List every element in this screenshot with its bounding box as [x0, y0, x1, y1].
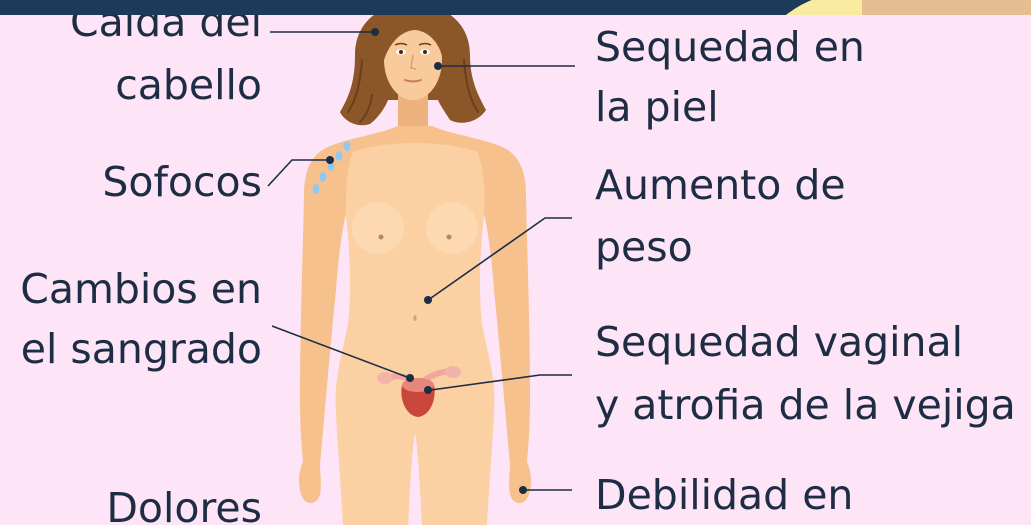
- nose: [410, 54, 417, 70]
- label-weakness: Debilidad en: [595, 471, 854, 519]
- leader-dot-weight-gain: [424, 296, 432, 304]
- left-breast: [352, 202, 404, 254]
- label-bleeding-changes-line2: el sangrado: [20, 325, 262, 373]
- droplet: [312, 184, 320, 194]
- label-hot-flashes: Sofocos: [102, 158, 262, 206]
- left-eyebrow: [394, 42, 408, 46]
- woman-body-icon: [299, 4, 531, 525]
- left-ovary: [377, 372, 393, 384]
- label-dry-skin-line1: Sequedad en: [595, 23, 865, 71]
- leader-dot-hair-loss: [371, 28, 379, 36]
- leader-dot-bleeding-changes: [406, 374, 414, 382]
- label-hair-loss-line2: cabello: [115, 61, 262, 109]
- leader-dot-dry-skin: [434, 62, 442, 70]
- hair-strand: [359, 94, 373, 123]
- mouth: [404, 79, 422, 83]
- leader-lines: [267, 28, 575, 494]
- right-ovary: [445, 366, 461, 378]
- leader-dot-hot-flashes: [326, 156, 334, 164]
- left-nipple: [378, 234, 384, 240]
- label-dry-skin-line2: la piel: [595, 83, 719, 131]
- leader-line-weight-gain: [430, 217, 572, 299]
- left-pupil: [399, 50, 403, 54]
- right-eyebrow: [418, 42, 432, 46]
- torso: [335, 143, 495, 525]
- leader-dot-weakness: [519, 486, 527, 494]
- navel: [413, 315, 417, 321]
- neck: [398, 90, 428, 133]
- label-weight-gain-line2: peso: [595, 223, 693, 271]
- leader-line-vaginal-dryness: [430, 374, 572, 391]
- top-banner: [0, 0, 1031, 15]
- leader-dot-vaginal-dryness: [424, 386, 432, 394]
- face: [384, 20, 442, 100]
- leader-line-bleeding-changes: [271, 325, 408, 378]
- banner-yellow: [786, 0, 862, 15]
- fringe: [383, 15, 444, 60]
- label-bleeding-changes-line1: Cambios en: [20, 265, 262, 313]
- right-nipple: [446, 234, 452, 240]
- label-vaginal-dryness-line2: y atrofia de la vejiga: [595, 381, 1016, 429]
- banner-tan: [862, 0, 1031, 15]
- leader-line-hot-flashes: [267, 159, 327, 187]
- droplet: [319, 172, 327, 182]
- banner-navy: [0, 0, 812, 15]
- droplet: [343, 141, 351, 151]
- label-weight-gain-line1: Aumento de: [595, 161, 846, 209]
- right-breast: [426, 202, 478, 254]
- label-vaginal-dryness-line1: Sequedad vaginal: [595, 318, 963, 366]
- droplet: [335, 151, 343, 161]
- hair-strand: [347, 59, 363, 113]
- label-pain: Dolores: [106, 488, 262, 525]
- right-pupil: [423, 50, 427, 54]
